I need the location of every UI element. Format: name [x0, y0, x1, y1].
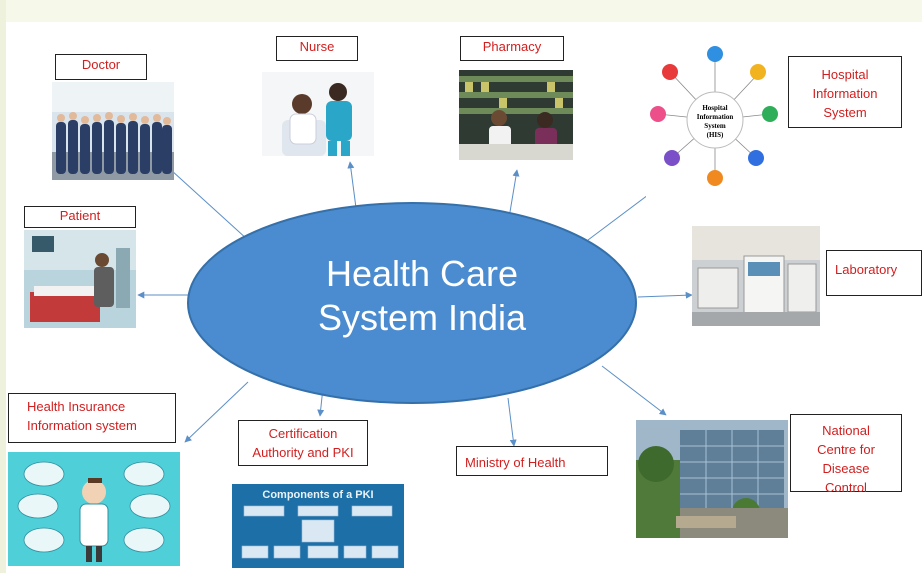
certification-label-line2: Authority and PKI [252, 445, 354, 460]
pharmacy-photo [459, 70, 573, 160]
arrow-to-pharmacy [509, 169, 520, 213]
certification-label-line1: Certification [268, 426, 338, 441]
left-band [0, 0, 6, 573]
top-band [0, 0, 922, 22]
arrow-to-ministry [507, 397, 517, 447]
his-label-box: Hospital Information System [788, 56, 902, 128]
center-title-line2: System India [317, 297, 527, 338]
center-title-line1: Health Care [325, 253, 519, 294]
pharmacy-label: Pharmacy [482, 39, 542, 54]
patient-label-box: Patient [24, 206, 136, 228]
center-ellipse [187, 202, 637, 404]
arrow-to-insurance [184, 381, 249, 443]
nurse-label-box: Nurse [276, 36, 358, 61]
his-diagram-image: Hospital Information System (HIS) [646, 40, 784, 200]
doctor-label-box: Doctor [55, 54, 147, 80]
arrow-to-laboratory [637, 291, 693, 299]
his-title-1: Hospital [702, 104, 727, 112]
ncdc-photo [636, 420, 788, 538]
ministry-label: Ministry of Health [465, 455, 566, 470]
ncdc-label-line4: Control [825, 480, 867, 495]
pki-photo: Components of a PKI [232, 484, 404, 568]
insurance-photo [8, 452, 180, 566]
pki-title: Components of a PKI [262, 489, 373, 501]
ncdc-label-box: National Centre for Disease Control [790, 414, 902, 495]
arrow-to-nurse [347, 161, 357, 209]
patient-photo [24, 230, 136, 328]
his-label-line2: Information [812, 86, 878, 101]
doctor-photo [52, 82, 174, 180]
arrow-to-ncdc [601, 365, 667, 416]
laboratory-photo [692, 226, 820, 326]
center-title: Health Care System India [232, 252, 612, 340]
his-title-4: (HIS) [707, 131, 724, 139]
his-title-3: System [704, 122, 726, 130]
doctor-label: Doctor [81, 57, 121, 72]
ministry-label-box: Ministry of Health [456, 446, 608, 476]
his-label-line3: System [823, 105, 867, 120]
nurse-label: Nurse [299, 39, 335, 54]
pharmacy-label-box: Pharmacy [460, 36, 564, 61]
insurance-label-box: Health Insurance Information system [8, 393, 176, 443]
arrow-to-doctor [159, 159, 249, 241]
nurse-photo [262, 72, 374, 156]
his-label-line1: Hospital [821, 67, 869, 82]
laboratory-label: Laboratory [835, 262, 898, 277]
his-title-2: Information [697, 113, 734, 121]
insurance-label-line1: Health Insurance [27, 399, 126, 414]
ncdc-label-line1: National [822, 423, 870, 438]
ncdc-label-line3: Disease [822, 461, 870, 476]
laboratory-label-box: Laboratory [826, 250, 922, 296]
certification-label-box: Certification Authority and PKI [238, 420, 368, 466]
ncdc-label-line2: Centre for [817, 442, 875, 457]
insurance-label-line2: Information system [27, 418, 137, 433]
patient-label: Patient [59, 208, 101, 223]
